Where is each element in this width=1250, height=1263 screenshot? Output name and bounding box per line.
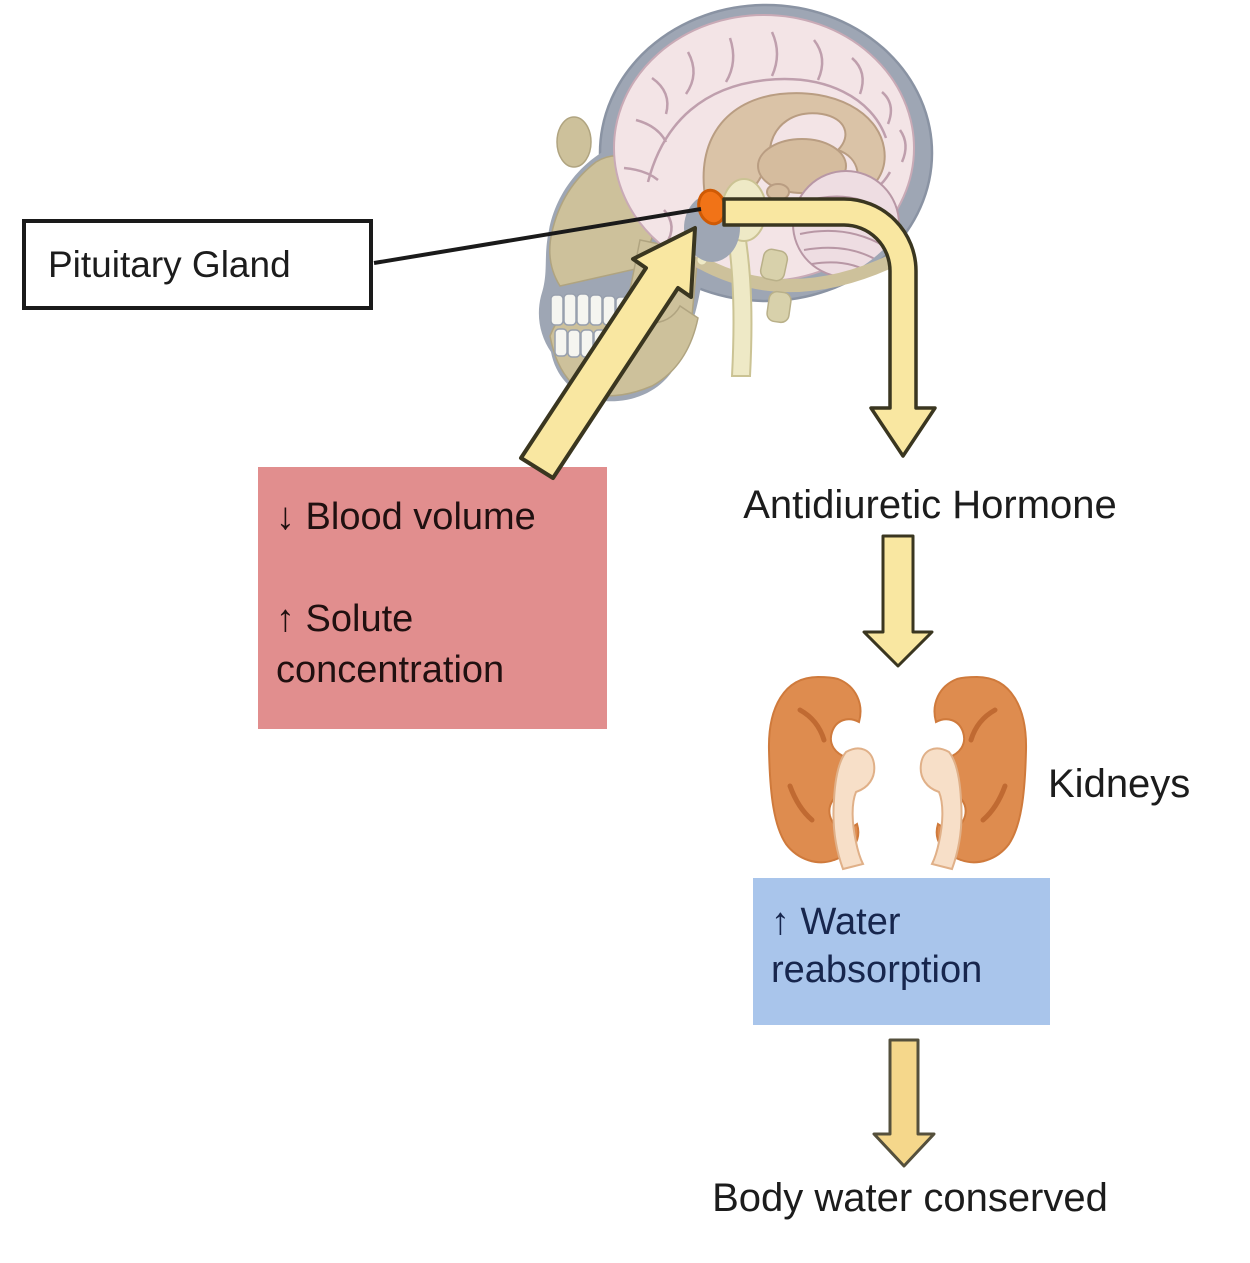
thalamus: [757, 138, 847, 194]
ventricle-dot: [766, 183, 790, 201]
sella-turcica: [684, 194, 740, 262]
solute-line-1: ↑ Solute: [276, 598, 414, 640]
skull-outline: [598, 3, 934, 303]
pituitary-gland-callout-box: Pituitary Gland: [22, 219, 373, 310]
adh-to-kidneys-arrow-icon: [862, 534, 934, 668]
right-kidney: [919, 675, 1028, 871]
blood-volume-line: ↓ Blood volume: [276, 496, 536, 538]
left-ureter: [832, 747, 876, 871]
vertebrae: [759, 248, 792, 324]
water-reabsorption-line-1: ↑ Water: [771, 901, 901, 943]
head-illustration: [538, 3, 934, 402]
facial-bones: [549, 116, 699, 397]
body-water-conserved-label: Body water conserved: [712, 1176, 1108, 1220]
kidneys-label: Kidneys: [1048, 762, 1191, 806]
corpus-callosum: [702, 92, 886, 206]
stimulus-to-pituitary-arrow-icon: [519, 226, 697, 480]
water-reabsorption-box: ↑ Water reabsorption: [753, 878, 1050, 1025]
antidiuretic-hormone-label: Antidiuretic Hormone: [743, 483, 1117, 527]
right-ureter: [919, 747, 963, 871]
stimulus-box: ↓ Blood volume ↑ Solute concentration: [258, 467, 607, 729]
kidneys-illustration: [767, 675, 1028, 871]
face-silhouette: [538, 136, 704, 402]
pituitary-gland-label: Pituitary Gland: [48, 243, 291, 285]
cerebellum: [792, 170, 900, 278]
cerebrum: [613, 14, 915, 282]
water-reabsorption-line-2: reabsorption: [771, 949, 983, 991]
pituitary-pointer-line: [373, 207, 702, 265]
adh-release-arrow-icon: [722, 197, 937, 458]
stimulus-box-spacer: [276, 543, 597, 594]
teeth: [550, 293, 631, 358]
solute-line-2: concentration: [276, 649, 505, 691]
kidneys-to-outcome-arrow-icon: [872, 1038, 936, 1168]
brain-sulci: [623, 31, 907, 245]
pituitary-gland-dot: [697, 188, 727, 226]
brainstem-spinal-cord: [697, 178, 767, 377]
left-kidney: [767, 675, 876, 871]
skull-base: [693, 249, 909, 293]
